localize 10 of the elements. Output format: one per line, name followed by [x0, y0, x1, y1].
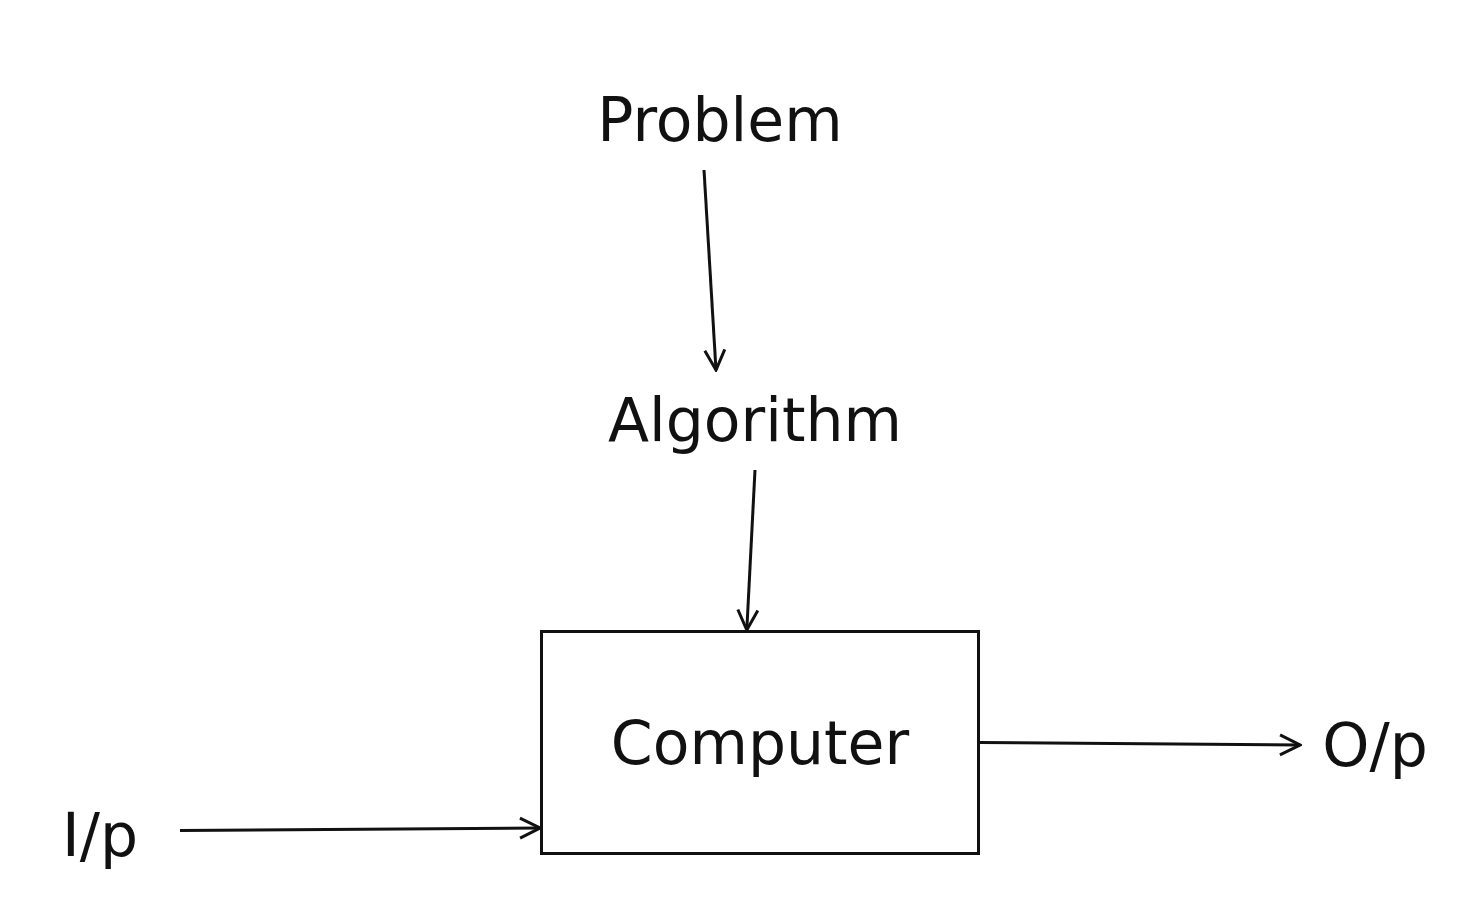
arrow [180, 816, 542, 840]
box-label: Computer [610, 707, 910, 778]
process-box [540, 630, 980, 855]
arrow [980, 733, 1302, 757]
arrow [702, 169, 727, 372]
node-label: I/p [62, 800, 138, 870]
arrow [736, 469, 760, 632]
node-label: Algorithm [608, 385, 902, 455]
node-label: O/p [1322, 710, 1428, 780]
node-label: Problem [597, 85, 843, 155]
